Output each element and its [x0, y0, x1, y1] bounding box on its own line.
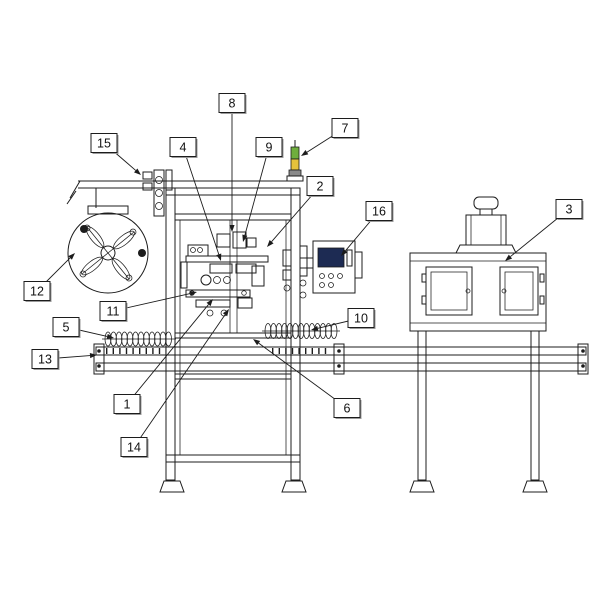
control-panel — [300, 240, 363, 294]
right-feed-spring — [262, 323, 340, 339]
callout-9: 9 — [242, 137, 284, 242]
tower-light-green — [290, 146, 300, 160]
tunnel-leg-right — [530, 330, 540, 481]
svg-text:8: 8 — [229, 96, 236, 110]
callout-16: 16 — [341, 201, 394, 256]
panel-screen — [317, 247, 345, 268]
svg-text:12: 12 — [30, 284, 44, 298]
svg-text:11: 11 — [107, 304, 120, 318]
svg-text:14: 14 — [127, 440, 141, 454]
svg-text:10: 10 — [354, 311, 368, 325]
callout-7: 7 — [301, 118, 360, 156]
svg-text:16: 16 — [372, 204, 386, 218]
conveyor-joint-plate — [333, 343, 345, 375]
tunnel-right-door — [499, 266, 545, 316]
labeling-head-assembly — [180, 231, 308, 317]
callout-11: 11 — [99, 291, 197, 322]
frame-foot-right — [281, 480, 307, 493]
svg-text:15: 15 — [97, 136, 111, 150]
conveyor-end-plate-right — [577, 343, 589, 375]
callout-8: 8 — [218, 93, 247, 232]
callout-10: 10 — [311, 308, 376, 331]
tower-light-yellow — [290, 158, 300, 171]
svg-text:5: 5 — [63, 320, 70, 334]
label-roll-reel — [67, 212, 149, 294]
tunnel-leg-left — [417, 330, 427, 481]
callout-1: 1 — [113, 299, 213, 415]
callout-12: 12 — [23, 253, 75, 302]
tower-base — [288, 169, 302, 177]
svg-text:9: 9 — [266, 140, 273, 154]
callout-13: 13 — [31, 349, 97, 370]
callout-14: 14 — [120, 309, 229, 458]
shrink-tunnel — [409, 196, 548, 493]
svg-text:6: 6 — [344, 401, 351, 415]
callout-15: 15 — [90, 133, 141, 175]
svg-text:13: 13 — [38, 352, 52, 366]
tunnel-foot-right — [522, 480, 548, 493]
svg-text:7: 7 — [342, 121, 349, 135]
signal-tower — [286, 140, 304, 182]
tunnel-left-door — [421, 266, 473, 316]
conveyor-end-plate-left — [93, 343, 105, 375]
guide-roller-bracket — [142, 169, 173, 217]
tunnel-foot-left — [409, 480, 435, 493]
svg-text:2: 2 — [317, 179, 324, 193]
conveyor — [93, 343, 589, 375]
frame-foot-left — [159, 480, 185, 493]
left-feed-spring — [102, 331, 176, 347]
svg-text:4: 4 — [180, 140, 187, 154]
svg-text:1: 1 — [124, 397, 131, 411]
svg-text:3: 3 — [566, 202, 573, 216]
callout-4: 4 — [169, 137, 222, 261]
top-beam — [66, 180, 300, 215]
callout-2: 2 — [267, 176, 335, 247]
callout-6: 6 — [253, 339, 362, 419]
tunnel-top-motor — [455, 196, 517, 254]
callout-3: 3 — [505, 199, 584, 261]
callout-5: 5 — [52, 317, 114, 339]
reel-spokes — [79, 224, 137, 282]
